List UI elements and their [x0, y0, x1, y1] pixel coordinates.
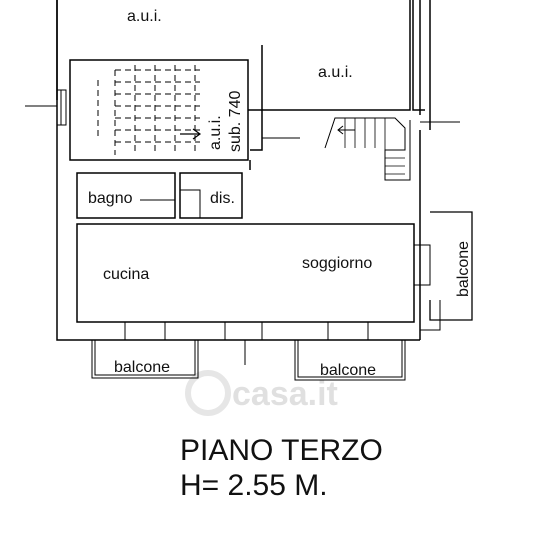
watermark-logo-icon [185, 370, 231, 416]
stair-entry-steps [344, 118, 405, 175]
wall-right-unit-right [412, 0, 431, 130]
outer-wall-left [56, 0, 420, 341]
balcone-mid [294, 340, 406, 381]
label-balcone-mid: balcone [320, 362, 376, 379]
label-dis: dis. [210, 190, 235, 207]
label-aui-sub-1: a.u.i. [207, 115, 224, 150]
window-left [57, 89, 67, 126]
label-balcone-left: balcone [114, 359, 170, 376]
window-bottom-3 [327, 321, 369, 341]
label-aui-top: a.u.i. [127, 8, 162, 25]
watermark: casa.it [185, 370, 338, 416]
label-aui-right: a.u.i. [318, 64, 353, 81]
stair-entry-arrow-icon [337, 125, 355, 135]
wall-right-unit-left [261, 0, 411, 111]
corridor-wall [248, 109, 263, 170]
plan-height: H= 2.55 M. [180, 469, 328, 502]
label-bagno: bagno [88, 190, 133, 207]
label-aui-sub-2: sub. 740 [227, 91, 244, 152]
window-bottom-1 [124, 321, 166, 341]
window-bottom-2 [224, 321, 263, 341]
label-balcone-right: balcone [455, 241, 472, 297]
label-soggiorno: soggiorno [302, 255, 372, 272]
door-bagno [140, 195, 176, 218]
stair-arrow-icon [180, 128, 202, 140]
room-dis [179, 172, 243, 219]
door-dis [180, 189, 201, 218]
balcone-left [91, 340, 199, 379]
watermark-text: casa.it [232, 375, 338, 413]
plan-title: PIANO TERZO [180, 434, 383, 467]
stair-entry-right [324, 117, 411, 181]
stair-flight-left [97, 65, 200, 155]
window-right [414, 244, 431, 286]
wall-right-lower [419, 285, 441, 331]
label-cucina: cucina [103, 266, 149, 283]
balcone-right [429, 211, 473, 321]
